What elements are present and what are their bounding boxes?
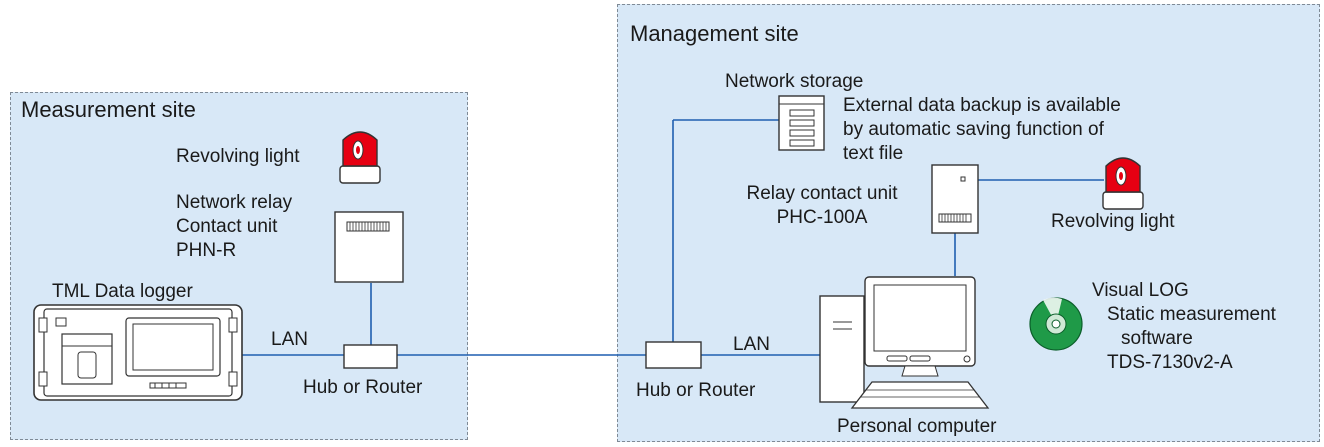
- revolving-light-right-icon: [1102, 157, 1144, 210]
- lan-left-label: LAN: [271, 329, 308, 350]
- management-site-title: Management site: [630, 21, 799, 46]
- relay-contact-unit-icon: [931, 164, 979, 234]
- hub-right-label: Hub or Router: [636, 380, 756, 401]
- data-logger-label: TML Data logger: [52, 281, 193, 302]
- hub-left-icon: [343, 344, 398, 369]
- software-disc-icon: [1029, 297, 1083, 351]
- relay-contact-unit-label-2: PHC-100A: [776, 207, 868, 228]
- personal-computer-icon: [819, 276, 990, 409]
- lan-right-label: LAN: [733, 334, 770, 355]
- backup-note-line-2: by automatic saving function of: [843, 119, 1104, 140]
- network-relay-label-1: Network relay: [176, 192, 293, 213]
- software-label-2: Static measurement: [1107, 304, 1276, 325]
- network-relay-icon: [334, 211, 404, 283]
- revolving-light-right-label: Revolving light: [1051, 211, 1175, 232]
- backup-note-line-3: text file: [843, 143, 904, 164]
- network-relay-label-3: PHN-R: [176, 240, 237, 261]
- network-storage-label: Network storage: [725, 71, 864, 92]
- revolving-light-left-label: Revolving light: [176, 146, 300, 167]
- network-storage-icon: [778, 95, 825, 151]
- hub-right-icon: [645, 341, 702, 369]
- revolving-light-left-icon: [339, 131, 381, 184]
- backup-note-line-1: External data backup is available: [843, 95, 1121, 116]
- software-label-1: Visual LOG: [1092, 280, 1189, 301]
- hub-left-label: Hub or Router: [303, 377, 423, 398]
- network-relay-label-2: Contact unit: [176, 216, 278, 237]
- data-logger-icon: [33, 304, 243, 401]
- software-label-4: TDS-7130v2-A: [1107, 352, 1233, 373]
- personal-computer-label: Personal computer: [837, 416, 997, 437]
- software-label-3: software: [1121, 328, 1193, 349]
- measurement-site-title: Measurement site: [21, 97, 196, 122]
- cables: [240, 119, 1104, 356]
- relay-contact-unit-label-1: Relay contact unit: [746, 183, 898, 204]
